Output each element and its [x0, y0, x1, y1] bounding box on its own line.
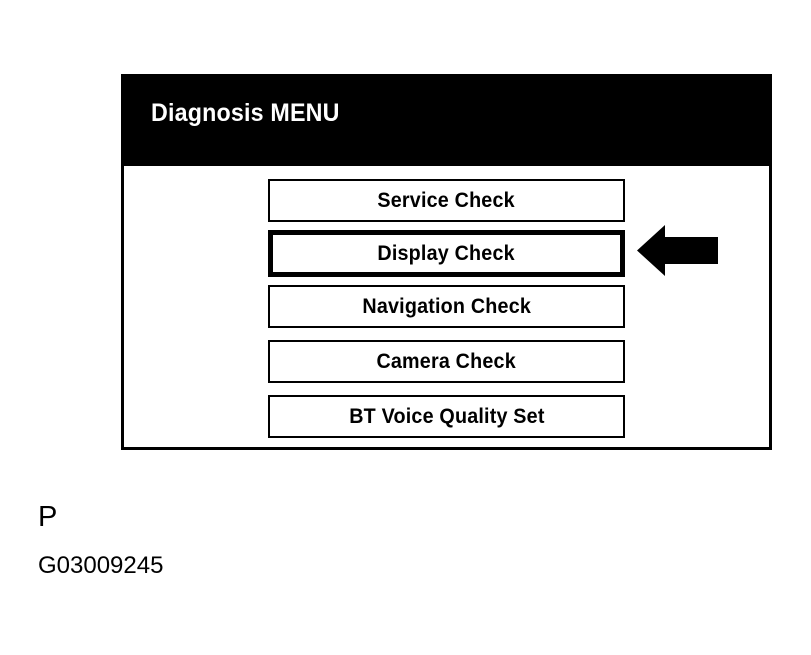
menu-list: Service Check Display Check Navigation C… [124, 166, 769, 447]
menu-item-bt-voice-quality-set[interactable]: BT Voice Quality Set [268, 395, 625, 438]
page-title: Diagnosis MENU [151, 99, 340, 127]
figure-id-code: G03009245 [38, 552, 164, 579]
menu-item-label: Display Check [377, 241, 516, 265]
menu-item-label: Navigation Check [362, 294, 531, 318]
arrow-left-icon [637, 225, 718, 276]
menu-item-display-check[interactable]: Display Check [268, 230, 625, 277]
menu-item-label: BT Voice Quality Set [348, 404, 545, 428]
menu-item-label: Service Check [377, 188, 516, 212]
menu-item-label: Camera Check [376, 349, 517, 373]
figure-caption: P G03009245 [38, 500, 438, 580]
menu-item-service-check[interactable]: Service Check [268, 179, 625, 222]
caption-letter: P [38, 501, 58, 533]
menu-item-camera-check[interactable]: Camera Check [268, 340, 625, 383]
panel-header: Diagnosis MENU [124, 77, 769, 166]
menu-item-navigation-check[interactable]: Navigation Check [268, 285, 625, 328]
